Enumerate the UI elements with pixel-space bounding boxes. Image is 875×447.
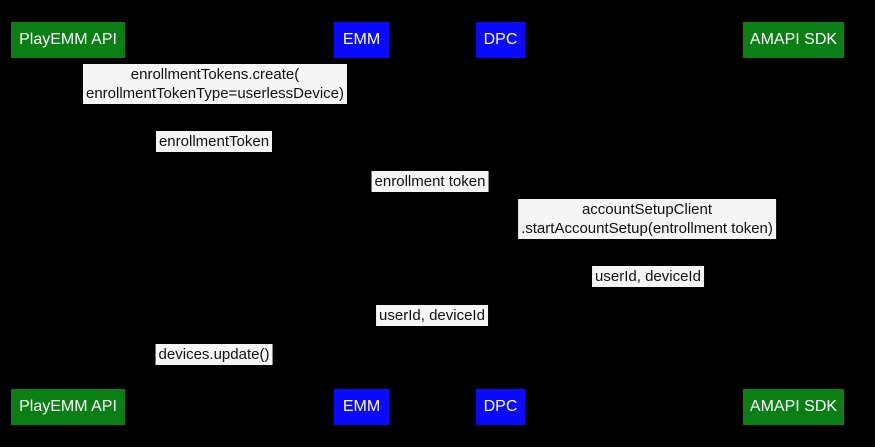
- message-devices-update: devices.update(): [155, 344, 273, 365]
- actor-playemm-api-top: PlayEMM API: [11, 22, 125, 58]
- message-userid-deviceid-return: userId, deviceId: [592, 266, 704, 287]
- actor-amapi-sdk-top: AMAPI SDK: [743, 22, 844, 58]
- message-enrollment-token-to-dpc: enrollment token: [371, 171, 489, 192]
- lifeline-amapi-sdk: [793, 58, 794, 389]
- message-start-account-setup: accountSetupClient .startAccountSetup(en…: [518, 199, 776, 239]
- message-enrollment-token-return: enrollmentToken: [155, 131, 273, 152]
- actor-label: EMM: [342, 31, 381, 48]
- message-line: enrollment token: [374, 173, 486, 190]
- actor-playemm-api-bottom: PlayEMM API: [11, 389, 125, 425]
- lifeline-playemm-api: [68, 58, 69, 389]
- message-line: enrollmentToken: [158, 133, 270, 150]
- actor-amapi-sdk-bottom: AMAPI SDK: [743, 389, 844, 425]
- actor-emm-bottom: EMM: [334, 389, 389, 425]
- message-line: userId, deviceId: [379, 307, 485, 324]
- actor-emm-top: EMM: [334, 22, 389, 58]
- actor-label: EMM: [342, 398, 381, 415]
- lifeline-emm: [361, 58, 362, 389]
- message-line: enrollmentTokens.create(: [130, 66, 300, 83]
- message-line: enrollmentTokenType=userlessDevice): [85, 85, 345, 102]
- message-userid-deviceid-to-emm: userId, deviceId: [376, 305, 488, 326]
- actor-label: DPC: [483, 31, 518, 48]
- message-line: accountSetupClient: [581, 201, 713, 218]
- actor-label: PlayEMM API: [19, 398, 117, 415]
- message-enrollment-tokens-create: enrollmentTokens.create( enrollmentToken…: [82, 64, 348, 104]
- message-line: userId, deviceId: [595, 268, 701, 285]
- actor-label: PlayEMM API: [19, 31, 117, 48]
- actor-dpc-bottom: DPC: [476, 389, 525, 425]
- message-line: devices.update(): [158, 346, 270, 363]
- actor-label: AMAPI SDK: [749, 398, 838, 415]
- lifeline-dpc: [500, 58, 501, 389]
- actor-label: AMAPI SDK: [749, 31, 838, 48]
- actor-label: DPC: [483, 398, 518, 415]
- message-line: .startAccountSetup(entrollment token): [521, 220, 773, 237]
- actor-dpc-top: DPC: [476, 22, 525, 58]
